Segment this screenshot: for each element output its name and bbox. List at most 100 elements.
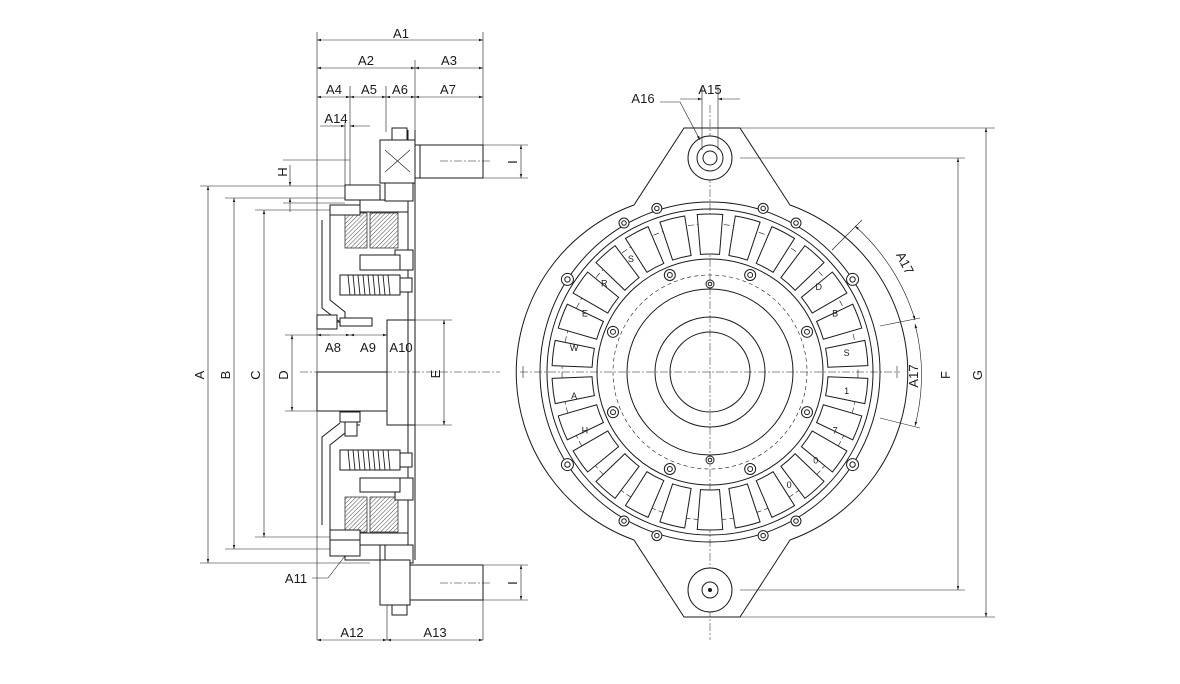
side-right-dimensions	[415, 144, 528, 601]
bolt	[801, 325, 814, 338]
label-h: H	[275, 167, 290, 176]
bolt	[757, 530, 769, 542]
label-a15: A15	[698, 82, 721, 97]
label-a3: A3	[441, 53, 457, 68]
segment-letter: E	[582, 309, 588, 319]
segment-letter: A	[571, 391, 577, 401]
friction-segment	[815, 303, 863, 340]
label-f: F	[938, 371, 953, 379]
friction-segment	[696, 213, 724, 255]
label-a16: A16	[631, 91, 654, 106]
bolt	[663, 268, 676, 281]
side-labels: A1 A2 A3 A4 A5 A6 A7 A14 A B C D H E I I…	[192, 26, 520, 640]
label-a14: A14	[324, 111, 347, 126]
label-a5: A5	[361, 82, 377, 97]
label-i-top: I	[505, 160, 520, 164]
bolt	[846, 272, 860, 286]
bolt-center	[621, 220, 627, 226]
friction-segment	[595, 244, 640, 291]
bolt	[560, 458, 574, 472]
segment-letter: 0	[813, 456, 818, 466]
bolt	[560, 272, 574, 286]
friction-segment	[659, 483, 692, 529]
label-a1: A1	[393, 26, 409, 41]
bolt-center	[747, 466, 754, 472]
label-a17-upper: A17	[893, 249, 917, 276]
bolt-center	[804, 409, 810, 416]
label-a4: A4	[326, 82, 342, 97]
segment-letter: H	[582, 425, 589, 435]
friction-segment	[728, 215, 761, 261]
bolt-center	[793, 518, 799, 524]
bolt-center	[849, 461, 856, 468]
bolt-center	[760, 205, 766, 212]
friction-segment	[780, 453, 825, 500]
segment-letter: W	[570, 343, 579, 353]
label-a11: A11	[285, 571, 307, 586]
bolt	[801, 406, 814, 419]
friction-segment	[780, 244, 825, 291]
bolt-center	[804, 328, 810, 335]
friction-segment	[595, 453, 640, 500]
label-a13: A13	[423, 625, 446, 640]
bolt	[846, 458, 860, 472]
friction-segment	[728, 483, 761, 529]
bolt-center	[621, 518, 627, 524]
friction-segment	[825, 339, 869, 368]
segment-letter: 7	[833, 425, 838, 435]
friction-segment	[572, 430, 620, 473]
bolt-center	[707, 457, 713, 463]
bolt	[790, 217, 802, 229]
label-b: B	[218, 371, 233, 380]
bolt-center	[793, 220, 799, 226]
label-a9: A9	[360, 340, 376, 355]
side-body	[300, 127, 500, 616]
label-a8: A8	[325, 340, 341, 355]
bolt	[663, 463, 676, 476]
bolt	[618, 217, 630, 229]
label-a17-lower: A17	[906, 364, 921, 387]
label-e: E	[428, 369, 443, 378]
bolt	[651, 202, 663, 214]
bolt-center	[747, 272, 754, 278]
side-top-dimensions	[317, 38, 483, 128]
friction-segment	[800, 430, 848, 473]
top-mount-hole	[687, 135, 733, 181]
friction-segment	[551, 376, 595, 405]
segment-letter: D	[815, 282, 822, 292]
bolt	[744, 463, 757, 476]
friction-segment	[572, 271, 620, 314]
friction-segment	[557, 404, 605, 441]
side-left-dimensions	[200, 159, 370, 564]
friction-segment	[624, 225, 665, 273]
bolt	[705, 455, 715, 465]
bolt-center	[610, 409, 616, 416]
bolt-center	[666, 466, 673, 472]
bolt-circle	[560, 202, 860, 542]
label-i-bottom: I	[505, 581, 520, 585]
label-g: G	[970, 370, 985, 380]
bolt	[651, 530, 663, 542]
friction-segment	[815, 404, 863, 441]
segment-letter: R	[601, 278, 608, 288]
bolt-center	[610, 328, 616, 335]
side-bottom-dimensions	[312, 551, 483, 642]
bolt	[705, 279, 715, 289]
friction-segment	[800, 271, 848, 314]
label-a12: A12	[340, 625, 363, 640]
bolt-center	[666, 272, 673, 278]
segment-letter: 0	[787, 480, 792, 490]
bolt-center	[564, 276, 571, 283]
bolt-center	[654, 532, 660, 539]
friction-segment	[557, 303, 605, 340]
bolt	[790, 515, 802, 527]
bolt	[744, 268, 757, 281]
label-a2: A2	[358, 53, 374, 68]
friction-segment	[696, 489, 724, 531]
segment-letter: S	[844, 348, 850, 358]
label-a7: A7	[440, 82, 456, 97]
